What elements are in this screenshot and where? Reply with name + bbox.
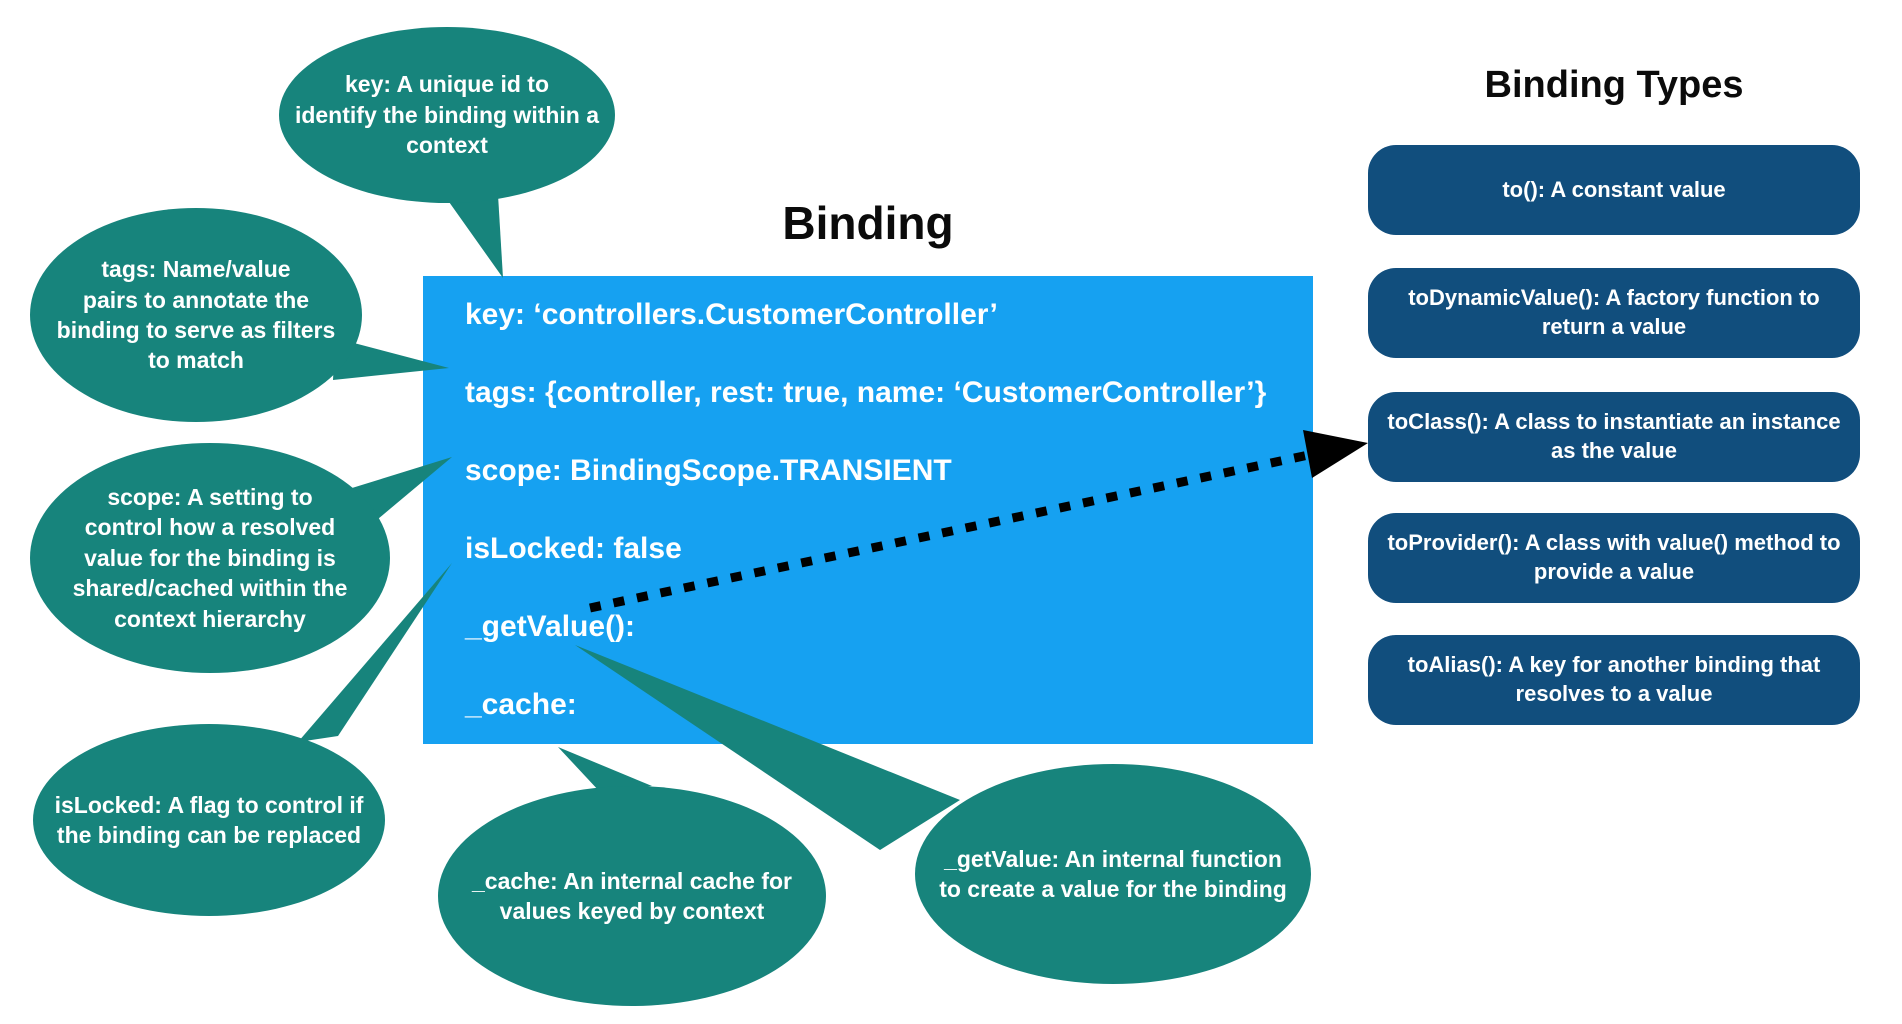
type-box-toprovider: toProvider(): A class with value() metho… — [1368, 513, 1860, 603]
binding-prop-tags: tags: {controller, rest: true, name: ‘Cu… — [465, 376, 1267, 409]
callout-scope: scope: A setting to control how a resolv… — [30, 443, 390, 673]
callout-key-text: key: A unique id to identify the binding… — [294, 71, 600, 159]
type-box-toalias: toAlias(): A key for another binding tha… — [1368, 635, 1860, 725]
callout-cache-text: _cache: An internal cache for values key… — [472, 867, 792, 924]
callout-tags-text: tags: Name/value pairs to annotate the b… — [56, 256, 336, 374]
callout-scope-text: scope: A setting to control how a resolv… — [72, 484, 348, 632]
binding-prop-islocked: isLocked: false — [465, 532, 682, 565]
callout-getvalue: _getValue: An internal function to creat… — [915, 764, 1311, 984]
callout-islocked-text: isLocked: A flag to control if the bindi… — [54, 791, 364, 848]
type-box-toclass-label: toClass(): A class to instantiate an ins… — [1387, 409, 1841, 463]
type-box-todynamicvalue-label: toDynamicValue(): A factory function to … — [1408, 285, 1820, 339]
binding-prop-scope: scope: BindingScope.TRANSIENT — [465, 454, 952, 487]
binding-box: key: ‘controllers.CustomerController’ ta… — [423, 276, 1313, 744]
binding-prop-getvalue: _getValue(): — [465, 610, 636, 643]
type-box-to-label: to(): A constant value — [1502, 176, 1726, 202]
type-box-toalias-label: toAlias(): A key for another binding tha… — [1407, 652, 1821, 706]
type-box-toprovider-label: toProvider(): A class with value() metho… — [1387, 530, 1841, 584]
binding-title: Binding — [782, 197, 954, 249]
callout-islocked: isLocked: A flag to control if the bindi… — [33, 724, 385, 916]
type-box-toclass: toClass(): A class to instantiate an ins… — [1368, 392, 1860, 482]
callout-key: key: A unique id to identify the binding… — [279, 27, 615, 203]
binding-prop-cache: _cache: — [465, 688, 577, 721]
callout-cache: _cache: An internal cache for values key… — [438, 786, 826, 1006]
type-box-to: to(): A constant value — [1368, 145, 1860, 235]
binding-types-title: Binding Types — [1484, 64, 1744, 106]
binding-prop-key: key: ‘controllers.CustomerController’ — [465, 298, 998, 331]
callout-tags: tags: Name/value pairs to annotate the b… — [30, 208, 362, 422]
callout-getvalue-text: _getValue: An internal function to creat… — [939, 845, 1287, 902]
type-box-todynamicvalue: toDynamicValue(): A factory function to … — [1368, 268, 1860, 358]
